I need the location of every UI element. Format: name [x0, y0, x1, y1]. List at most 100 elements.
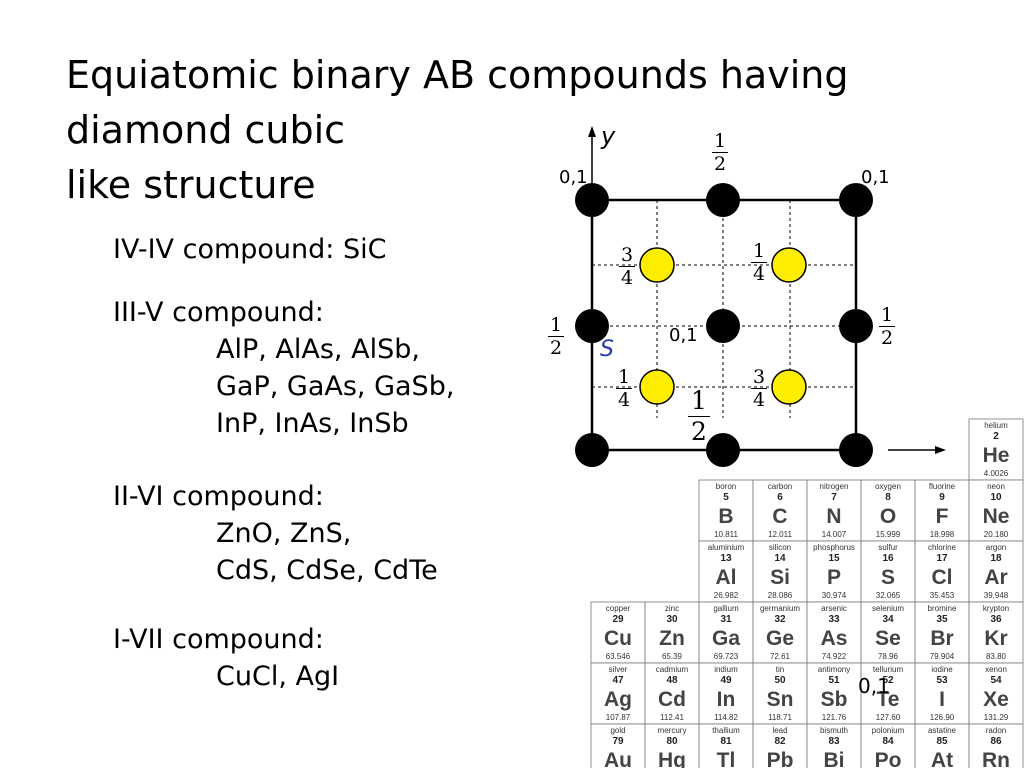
- element-cell-border: [698, 601, 754, 664]
- element-number: 51: [828, 675, 840, 686]
- element-number: 53: [936, 675, 948, 686]
- element-symbol: Ne: [983, 505, 1010, 528]
- element-name: astatine: [928, 726, 957, 735]
- iii-v-line: AlP, AlAs, AlSb,: [216, 334, 420, 365]
- center-label: 0,1: [669, 325, 698, 346]
- element-symbol: Sb: [821, 688, 848, 711]
- element-number: 17: [936, 553, 948, 564]
- element-symbol: Br: [930, 627, 953, 650]
- element-name: carbon: [768, 482, 792, 491]
- element-number: 79: [612, 736, 624, 747]
- element-name: gallium: [713, 604, 739, 613]
- element-name: gold: [610, 726, 625, 735]
- element-symbol: Po: [875, 749, 902, 768]
- atom-a: [706, 433, 740, 467]
- element-symbol: Si: [770, 566, 790, 589]
- element-mass: 28.086: [768, 591, 793, 600]
- element-mass: 79.904: [930, 652, 955, 661]
- atom-a: [575, 183, 609, 217]
- element-mass: 69.723: [714, 652, 739, 661]
- element-mass: 18.998: [930, 530, 955, 539]
- element-cell-border: [860, 540, 916, 603]
- element-mass: 10.811: [714, 530, 738, 539]
- element-cell-border: [752, 479, 808, 542]
- element-cell-border: [698, 723, 754, 768]
- element-mass: 74.922: [822, 652, 847, 661]
- element-mass: 12.011: [768, 530, 792, 539]
- atom-a: [839, 433, 873, 467]
- element-name: lead: [772, 726, 787, 735]
- element-mass: 30.974: [822, 591, 847, 600]
- element-mass: 83.80: [986, 652, 1007, 661]
- title-line-2: diamond cubic: [66, 108, 346, 152]
- element-number: 85: [936, 736, 948, 747]
- element-symbol: Bi: [824, 749, 845, 768]
- element-name: tellurium: [873, 665, 904, 674]
- element-mass: 63.546: [606, 652, 631, 661]
- title-line-1: Equiatomic binary AB compounds having: [66, 53, 849, 97]
- ii-vi-compound-group: II-VI compound: ZnO, ZnS, CdS, CdSe, CdT…: [113, 478, 438, 589]
- atom-a: [575, 309, 609, 343]
- atom-a: [706, 183, 740, 217]
- atom-a: [839, 309, 873, 343]
- element-symbol: Se: [875, 627, 901, 650]
- iii-v-compound-group: III-V compound: AlP, AlAs, AlSb, GaP, Ga…: [113, 294, 454, 442]
- element-number: 80: [666, 736, 678, 747]
- element-cell-border: [644, 662, 700, 725]
- atoms-b: [639, 247, 807, 405]
- element-mass: 32.065: [876, 591, 901, 600]
- element-name: bismuth: [820, 726, 848, 735]
- element-symbol: Cu: [604, 627, 632, 650]
- element-name: oxygen: [875, 482, 901, 491]
- y-axis-arrow-icon: [588, 126, 596, 137]
- element-mass: 131.29: [984, 713, 1009, 722]
- element-number: 83: [828, 736, 840, 747]
- element-cell-border: [968, 662, 1024, 725]
- element-name: copper: [606, 604, 631, 613]
- element-number: 16: [882, 553, 894, 564]
- element-cell-border: [968, 418, 1024, 481]
- ii-vi-heading: II-VI compound:: [113, 481, 324, 512]
- element-name: bromine: [928, 604, 957, 613]
- element-number: 15: [828, 553, 840, 564]
- element-cell-border: [860, 479, 916, 542]
- element-number: 9: [939, 492, 945, 503]
- atom-a: [575, 433, 609, 467]
- element-symbol: At: [931, 749, 953, 768]
- i-vii-compound-group: I-VII compound: CuCl, AgI: [113, 621, 339, 695]
- element-name: thallium: [712, 726, 740, 735]
- iii-v-line: GaP, GaAs, GaSb,: [216, 371, 455, 402]
- element-cell-border: [806, 662, 862, 725]
- element-name: helium: [984, 421, 1008, 430]
- element-symbol: Rn: [982, 749, 1010, 768]
- iii-v-line: InP, InAs, InSb: [216, 408, 409, 439]
- element-name: xenon: [985, 665, 1007, 674]
- element-symbol: Ge: [766, 627, 794, 650]
- element-mass: 107.87: [606, 713, 631, 722]
- element-name: aluminium: [708, 543, 745, 552]
- element-number: 81: [720, 736, 732, 747]
- element-symbol: Au: [604, 749, 632, 768]
- title-line-3: like structure: [66, 163, 316, 207]
- x-axis-arrow-icon: [935, 446, 946, 454]
- element-number: 54: [990, 675, 1002, 686]
- element-symbol: In: [717, 688, 736, 711]
- element-number: 35: [936, 614, 948, 625]
